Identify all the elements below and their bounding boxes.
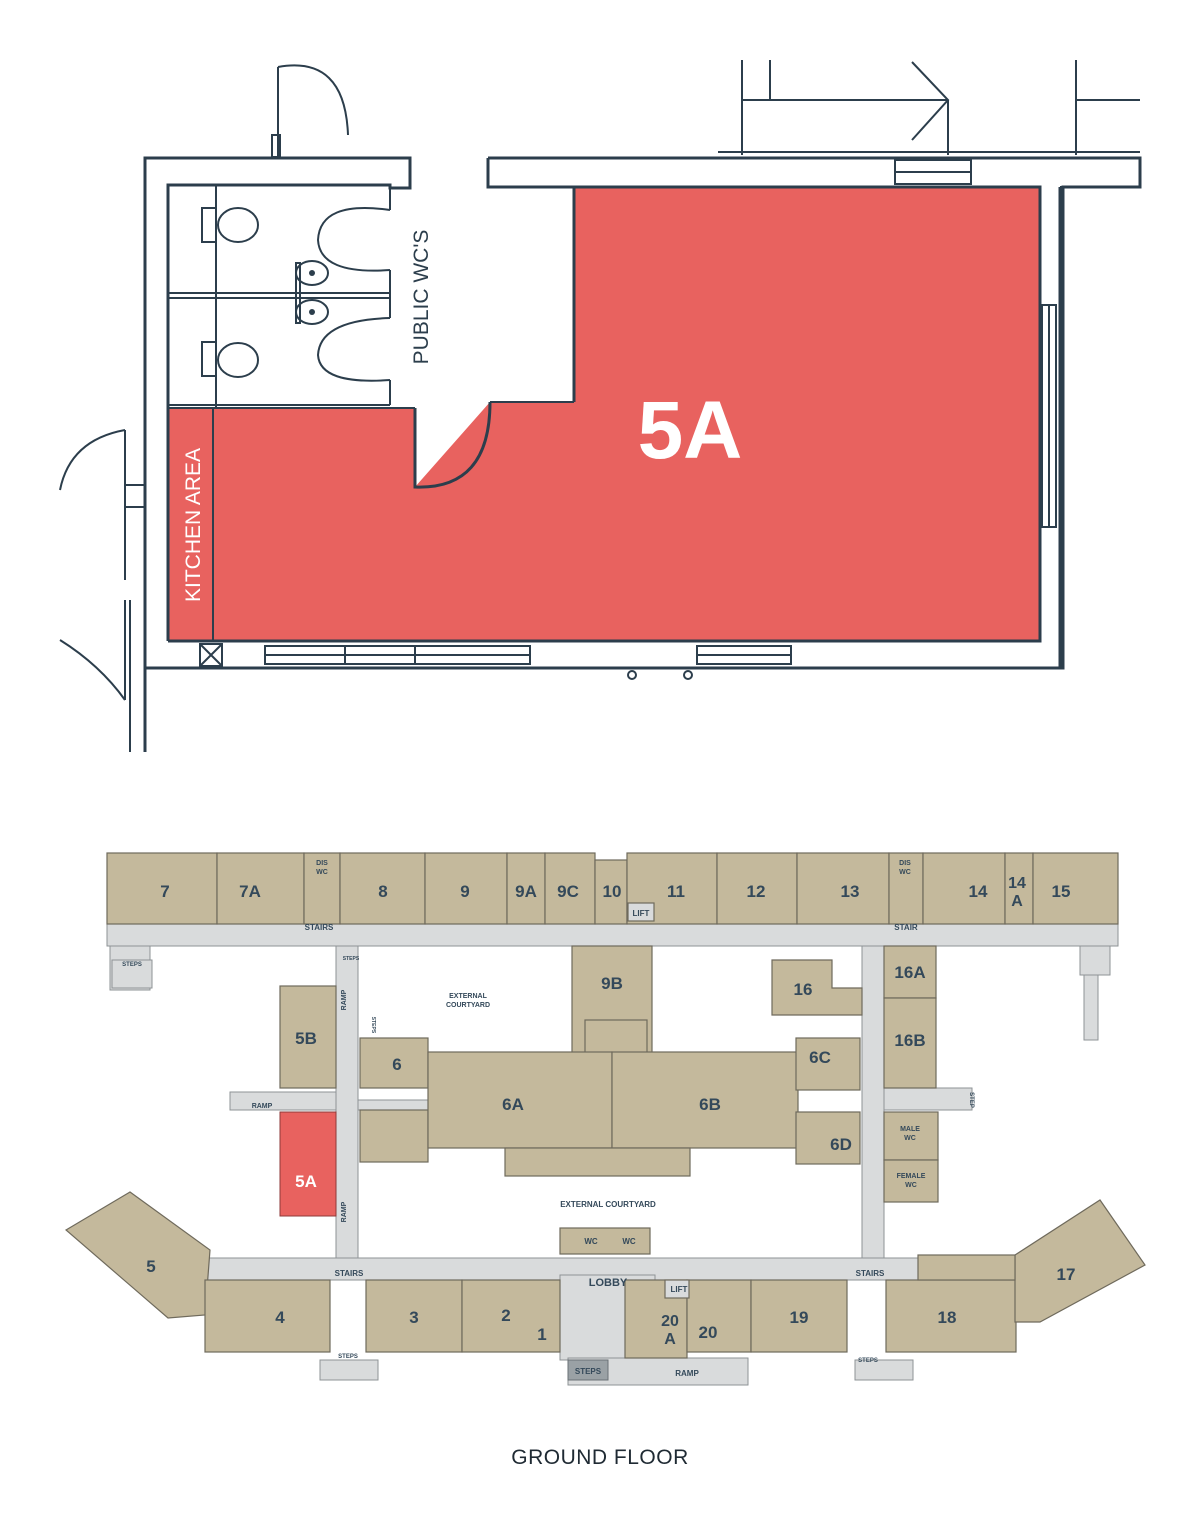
steps-label-small: STEPS [370,1017,376,1034]
room-8[interactable]: 8 [378,882,387,901]
floor-title: GROUND FLOOR [511,1446,689,1469]
ext-courtyard-top-1: EXTERNAL [449,993,487,1000]
room-9a[interactable]: 9A [515,882,537,901]
dis-wc-right-1: DIS [899,860,911,867]
room-4[interactable]: 4 [275,1308,285,1327]
room-20[interactable]: 20 [699,1323,718,1342]
step-label-right: STEP [968,1092,974,1108]
right-vertical-corridor [861,945,885,1261]
lift-label-bottom: LIFT [671,1285,688,1294]
lift-label-top: LIFT [633,909,650,918]
lobby-label: LOBBY [589,1277,628,1289]
top-corridor [106,923,1119,947]
stairs-label-bottom-right: STAIRS [856,1269,885,1278]
ramp-label-entrance: RAMP [675,1369,699,1378]
ext-courtyard-bottom: EXTERNAL COURTYARD [560,1200,656,1209]
stairs-label-bottom-left: STAIRS [335,1269,364,1278]
steps-label-bottom-left: STEPS [338,1354,358,1360]
room-17[interactable]: 17 [1057,1265,1076,1284]
room-9c[interactable]: 9C [557,882,579,901]
room-14a-line1[interactable]: 14 [1008,875,1026,892]
public-wc-label: PUBLIC WC'S [410,230,433,365]
room-15[interactable]: 15 [1052,882,1071,901]
room-7a[interactable]: 7A [239,882,261,901]
room-6c[interactable]: 6C [809,1048,831,1067]
room-19[interactable]: 19 [790,1308,809,1327]
room-5a-overview-highlight[interactable] [279,1111,337,1217]
stair-label-right: STAIR [894,923,918,932]
room-1[interactable]: 1 [537,1325,546,1344]
room-14a-line2[interactable]: A [1011,893,1023,910]
steps-label-topleft: STEPS [122,962,142,968]
room-16b[interactable]: 16B [894,1031,925,1050]
room-13[interactable]: 13 [841,882,860,901]
room-5[interactable]: 5 [146,1257,155,1276]
room-11[interactable]: 11 [667,882,685,901]
wc-label-1: WC [584,1237,598,1246]
female-wc-1: FEMALE [897,1173,926,1180]
male-wc-1: MALE [900,1126,920,1133]
steps-label-ramp: STEPS [343,956,360,962]
female-wc-2: WC [905,1182,917,1189]
room-20a-line1[interactable]: 20 [661,1313,679,1330]
ramp-label-lower: RAMP [341,1201,348,1222]
room-20a-line2[interactable]: A [664,1331,676,1348]
kitchen-area-label: KITCHEN AREA [182,448,205,602]
room-12[interactable]: 12 [747,882,766,901]
room-9[interactable]: 9 [460,882,469,901]
room-6[interactable]: 6 [392,1055,401,1074]
room-5b[interactable]: 5B [295,1029,317,1048]
room-5a-label: 5A [638,385,743,476]
room-6a[interactable]: 6A [502,1095,524,1114]
overview-plan: 7 7A 8 9 9A 9C 10 11 12 13 14 14 A 15 9B… [64,852,1146,1386]
wc-label-2: WC [622,1237,636,1246]
room-2[interactable]: 2 [501,1306,510,1325]
ramp-label-side: RAMP [252,1103,273,1110]
room-16a[interactable]: 16A [894,963,925,982]
dis-wc-left-1: DIS [316,860,328,867]
room-3[interactable]: 3 [409,1308,418,1327]
dis-wc-left-2: WC [316,869,328,876]
steps-label-bottom-right: STEPS [858,1358,878,1364]
room-16[interactable]: 16 [794,980,813,999]
ramp-label-upper: RAMP [341,989,348,1010]
room-10[interactable]: 10 [603,882,622,901]
room-5a-highlight[interactable] [168,187,1040,641]
male-wc-2: WC [904,1135,916,1142]
room-7[interactable]: 7 [160,882,169,901]
room-5a[interactable]: 5A [295,1172,317,1191]
steps-label-entrance: STEPS [575,1367,602,1376]
room-6b[interactable]: 6B [699,1095,721,1114]
room-14[interactable]: 14 [969,882,988,901]
dis-wc-right-2: WC [899,869,911,876]
room-18[interactable]: 18 [938,1308,957,1327]
detail-plan: 5A PUBLIC WC'S KITCHEN AREA [59,60,1142,752]
ext-courtyard-top-2: COURTYARD [446,1002,490,1009]
stairs-label-left: STAIRS [305,923,334,932]
room-9b[interactable]: 9B [601,974,623,993]
room-6d[interactable]: 6D [830,1135,852,1154]
